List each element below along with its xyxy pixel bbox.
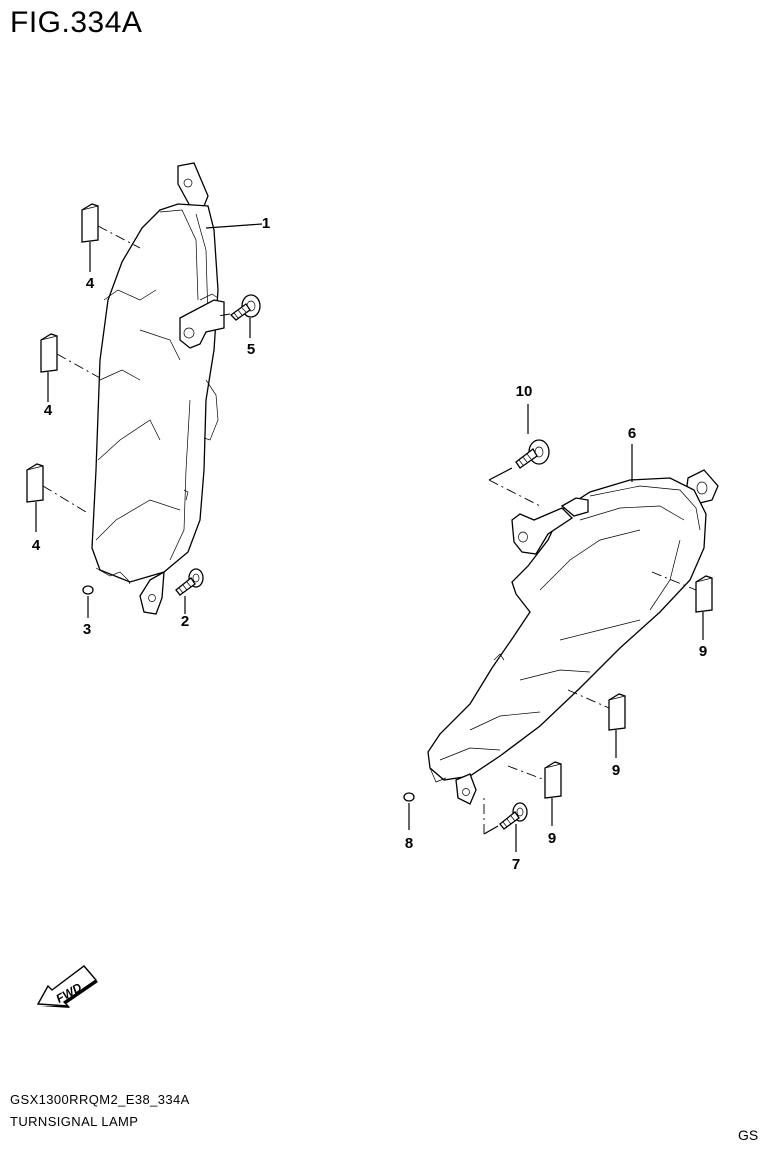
callout-1: 1 — [261, 215, 271, 232]
fwd-arrow-icon: FWD — [36, 965, 98, 1008]
callout-4-lower: 4 — [31, 537, 41, 554]
pad-4-middle — [40, 333, 58, 373]
pad-9-middle — [608, 693, 626, 731]
screw-2 — [175, 568, 204, 596]
pad-9-upper — [695, 575, 713, 613]
figure-title: FIG.334A — [10, 6, 143, 39]
callout-6: 6 — [627, 425, 637, 442]
callout-9-middle: 9 — [611, 762, 621, 779]
grommet-3 — [82, 585, 94, 595]
screw-10 — [515, 439, 550, 469]
screw-7 — [499, 802, 528, 830]
callout-9-upper: 9 — [698, 643, 708, 660]
callout-5: 5 — [246, 341, 256, 358]
callout-10: 10 — [515, 383, 533, 400]
screw-5 — [230, 294, 261, 321]
callout-4-upper: 4 — [85, 275, 95, 292]
right-leader-lines — [408, 404, 704, 852]
left-leader-lines — [35, 223, 263, 618]
right-turnsignal-lamp — [427, 469, 719, 805]
callout-2: 2 — [180, 613, 190, 630]
pad-4-upper — [81, 203, 99, 243]
grommet-8 — [403, 792, 415, 802]
callout-9-lower: 9 — [547, 830, 557, 847]
callout-4-middle: 4 — [43, 402, 53, 419]
region-code: GS — [738, 1127, 759, 1143]
callout-8: 8 — [404, 835, 414, 852]
pad-9-lower — [544, 761, 562, 799]
callout-7: 7 — [511, 856, 521, 873]
diagram-code: GSX1300RRQM2_E38_334A — [10, 1092, 190, 1107]
callout-3: 3 — [82, 621, 92, 638]
pad-4-lower — [26, 463, 44, 503]
diagram-name: TURNSIGNAL LAMP — [10, 1114, 139, 1129]
left-turnsignal-lamp — [91, 162, 225, 615]
